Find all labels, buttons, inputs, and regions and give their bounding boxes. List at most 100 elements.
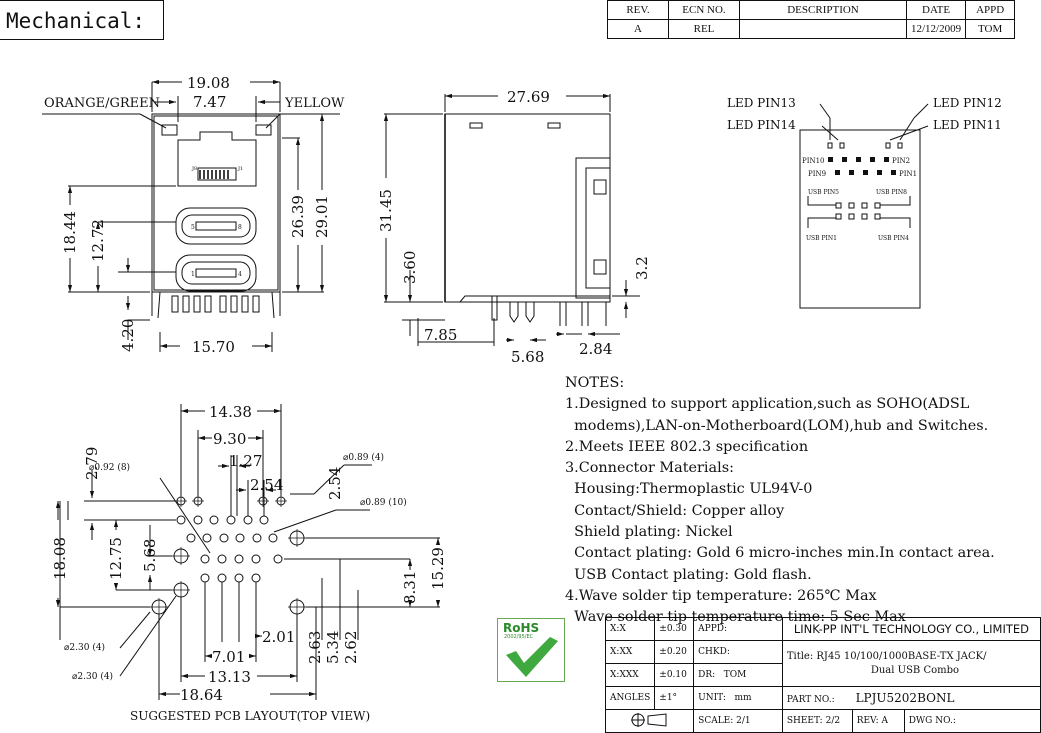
- dim-785: 7.85: [424, 326, 457, 344]
- led-right: [255, 124, 272, 136]
- dim-2769: 27.69: [507, 88, 550, 106]
- dim-width-1908: 19.08: [187, 74, 230, 92]
- usb-bottom-pin-4: 4: [238, 271, 242, 278]
- tol-x-value: ±0.30: [654, 617, 695, 641]
- ecn-col: ECN NO.: [668, 0, 740, 20]
- rev-value: A: [607, 19, 669, 39]
- label-pin2: PIN2: [892, 157, 910, 165]
- usb-top-pin-8: 8: [238, 224, 242, 231]
- angles-value: ±1°: [654, 686, 695, 710]
- dim-1438: 14.38: [209, 403, 252, 421]
- title-block: X:X ±0.30 APPD: LINK-PP INT'L TECHNOLOGY…: [604, 617, 1041, 733]
- appd-field: APPD:: [693, 617, 783, 641]
- part-number: LPJU5202BONL: [855, 691, 955, 705]
- label-j1: J1: [237, 166, 243, 172]
- hole-d089-10: ⌀0.89 (10): [360, 497, 407, 508]
- dim-1864: 18.64: [180, 686, 223, 704]
- dim-1272: 12.72: [89, 219, 107, 262]
- hole-d092-8: ⌀0.92 (8): [89, 462, 130, 473]
- tol-xx-value: ±0.20: [654, 640, 695, 664]
- part-no-field: PART NO.: LPJU5202BONL: [781, 686, 1041, 710]
- dim-534: 5.34: [324, 631, 342, 664]
- note-line: 3.Connector Materials:: [565, 460, 734, 477]
- note-line: 1.Designed to support application,such a…: [565, 396, 970, 413]
- label-usb-pin1: USB PIN1: [806, 235, 837, 242]
- dim-254-v: 2.54: [326, 467, 344, 500]
- tol-xxx-value: ±0.10: [654, 663, 695, 687]
- hole-d230-4-a: ⌀2.30 (4): [64, 642, 105, 653]
- side-view: [383, 93, 640, 346]
- part-label: PART NO.:: [786, 695, 835, 705]
- dim-1570: 15.70: [192, 338, 235, 356]
- rohs-sub: 2002/95/EC: [504, 634, 534, 640]
- rev-field: REV: A: [851, 709, 905, 733]
- dim-2901: 29.01: [313, 195, 331, 238]
- usb-top-pin-5: 5: [191, 224, 195, 231]
- drawn-by: TOM: [723, 670, 747, 680]
- title-label: Title:: [786, 650, 814, 662]
- appd-value: TOM: [965, 19, 1016, 39]
- dim-3145: 31.45: [377, 189, 395, 232]
- dim-279: 2.79: [83, 447, 101, 480]
- label-usb-pin8: USB PIN8: [876, 189, 907, 196]
- usb-bottom-pin-1: 1: [191, 271, 195, 278]
- tol-x: X:X: [604, 617, 656, 641]
- note-line: Housing:Thermoplastic UL94V-0: [565, 481, 813, 498]
- angles: ANGLES: [604, 686, 656, 710]
- chkd-field: CHKD:: [693, 640, 783, 664]
- dr-field: DR: TOM: [693, 663, 783, 687]
- dim-32: 3.2: [633, 256, 651, 280]
- ecn-value: REL: [668, 19, 740, 39]
- tol-xx: X:XX: [604, 640, 656, 664]
- date-value: 12/12/2009: [905, 19, 967, 39]
- appd-col: APPD: [965, 0, 1016, 20]
- dim-420: 4.20: [119, 319, 137, 352]
- scale-value: 2/1: [736, 716, 751, 726]
- title-value-2: Dual USB Combo: [870, 664, 960, 676]
- notes-heading: NOTES:: [565, 375, 625, 391]
- dwg-no-field: DWG NO.:: [903, 709, 1041, 733]
- hole-d089-4: ⌀0.89 (4): [343, 452, 384, 463]
- projection-symbol: [604, 709, 695, 733]
- rohs-label: RoHS: [503, 621, 540, 635]
- notes-section: NOTES: 1.Designed to support application…: [565, 373, 995, 629]
- label-j8: J8: [191, 166, 197, 172]
- dim-127: 1.27: [229, 452, 262, 470]
- usb-port-top: [175, 207, 257, 245]
- dim-1529: 15.29: [429, 547, 447, 590]
- label-orange-green: ORANGE/GREEN: [44, 96, 160, 111]
- dim-568: 5.68: [511, 348, 544, 366]
- label-pin1: PIN1: [899, 170, 917, 178]
- hole-d230-4-b: ⌀2.30 (4): [72, 671, 113, 682]
- note-line: 2.Meets IEEE 802.3 specification: [565, 438, 809, 455]
- led-left: [161, 124, 178, 136]
- sheet-value: 2/2: [825, 716, 841, 726]
- label-led-pin13: LED PIN13: [727, 96, 796, 110]
- note-line: USB Contact plating: Gold flash.: [565, 566, 812, 583]
- note-line: Contact plating: Gold 6 micro-inches min…: [565, 545, 995, 562]
- rohs-logo: RoHS 2002/95/EC: [497, 618, 565, 682]
- title-field: Title: RJ45 10/100/1000BASE-TX JACK/ Dua…: [781, 640, 1041, 687]
- checkmark-icon: [506, 637, 558, 677]
- label-led-pin12: LED PIN12: [933, 96, 1002, 110]
- label-usb-pin4: USB PIN4: [878, 235, 909, 242]
- dim-led-spacing: 7.47: [193, 93, 226, 111]
- rj45-port: [177, 131, 257, 187]
- front-view: [42, 79, 340, 352]
- dim-1808: 18.08: [51, 537, 69, 580]
- label-usb-pin5: USB PIN5: [808, 189, 839, 196]
- note-line: Shield plating: Nickel: [565, 524, 733, 541]
- label-led-pin11: LED PIN11: [933, 118, 1002, 132]
- page-title: Mechanical:: [0, 0, 164, 40]
- pcb-layout: [55, 404, 441, 700]
- unit-value: mm: [734, 693, 752, 703]
- revision-table: REV. ECN NO. DESCRIPTION DATE APPD A REL…: [607, 0, 1016, 39]
- scale-field: SCALE: 2/1: [693, 709, 783, 733]
- note-line: modems),LAN-on-Motherboard(LOM),hub and …: [565, 417, 989, 434]
- sheet-field: SHEET: 2/2: [781, 709, 853, 733]
- note-line: Contact/Shield: Copper alloy: [565, 502, 785, 519]
- dim-284: 2.84: [579, 340, 612, 358]
- dim-254-h: 2.54: [250, 476, 283, 494]
- dim-2639: 26.39: [289, 195, 307, 238]
